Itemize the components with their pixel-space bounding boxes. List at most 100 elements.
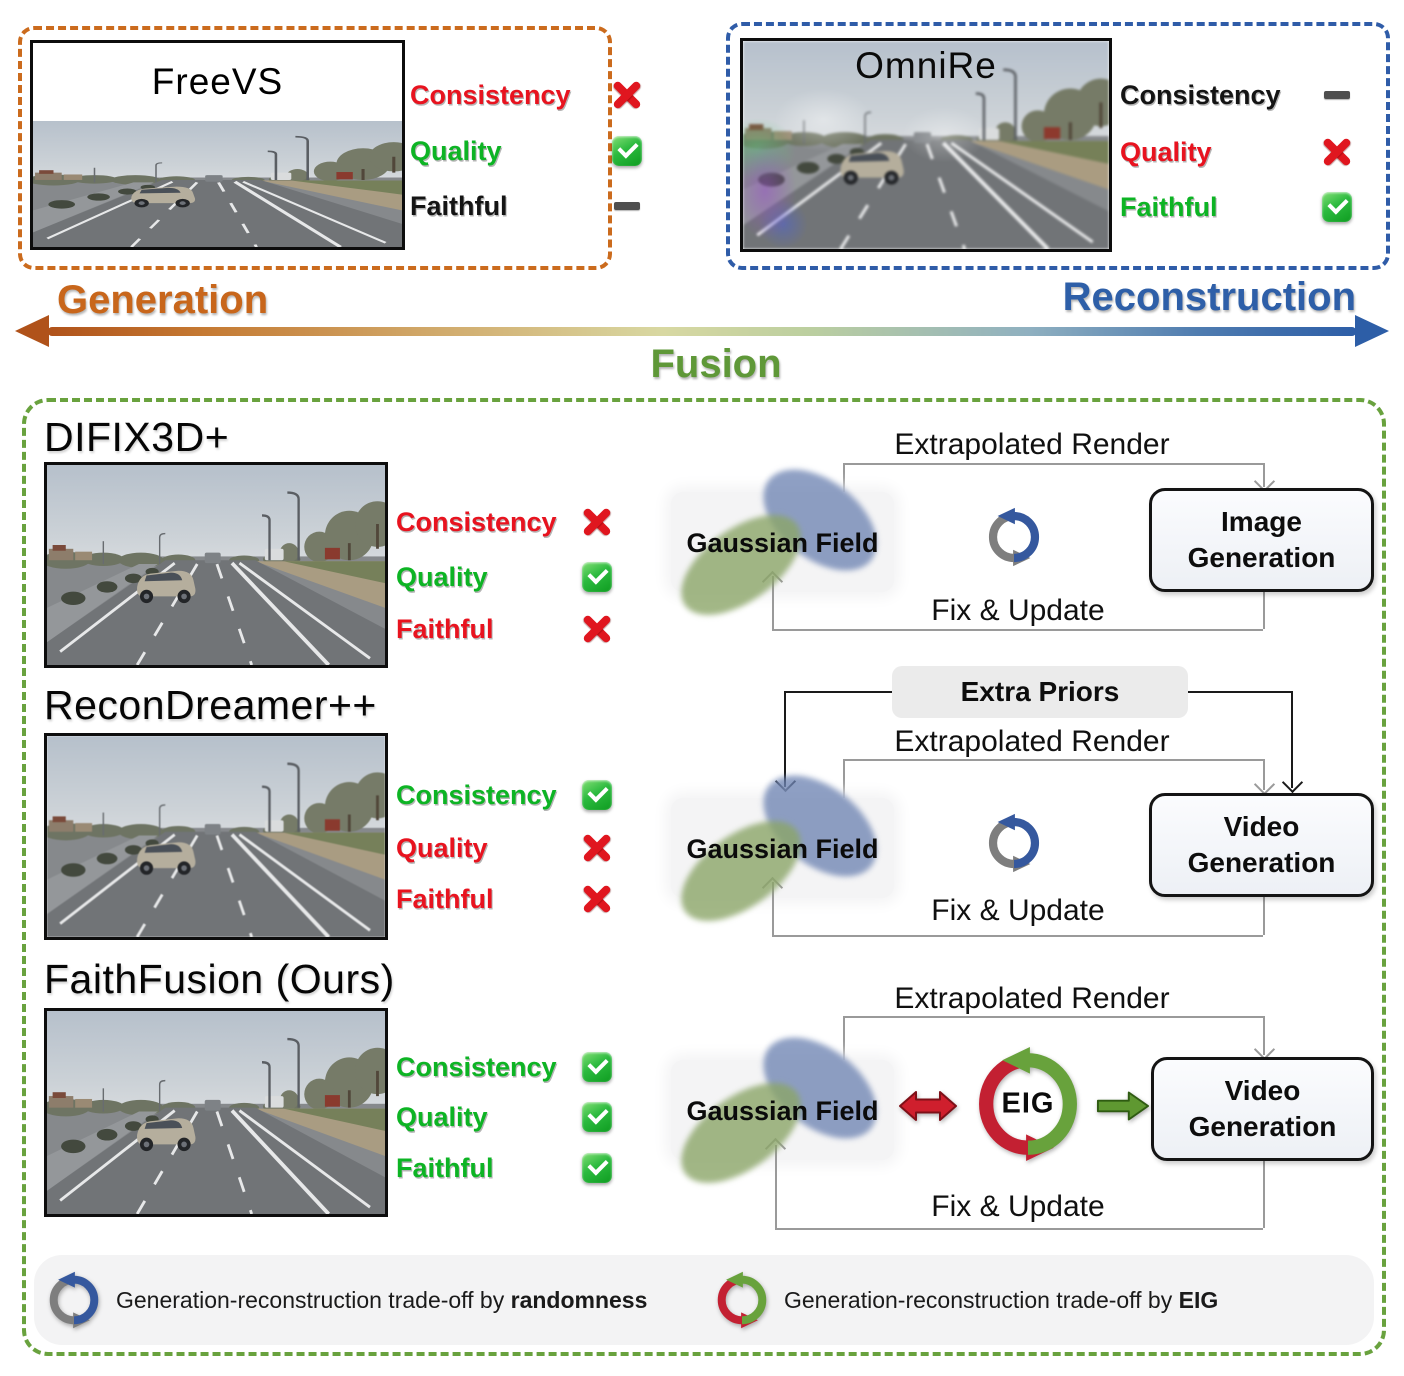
cross-icon <box>582 884 612 914</box>
connector-line <box>843 759 845 800</box>
metric-label: Consistency <box>410 79 571 110</box>
axis-arrowhead-left <box>15 315 49 347</box>
metric-label: Quality <box>1120 136 1212 167</box>
freevs-title-band: FreeVS <box>33 43 402 121</box>
metric-row: Faithful <box>396 882 612 916</box>
metric-label: Faithful <box>410 190 508 221</box>
metric-row: Quality <box>396 560 612 594</box>
extrapolated-render-label: Extrapolated Render <box>894 982 1170 1015</box>
metric-label: Faithful <box>396 1152 494 1183</box>
connector-line <box>843 463 845 503</box>
connector-line <box>784 691 786 787</box>
connector-line <box>1263 1016 1265 1055</box>
fix-update-label: Fix & Update <box>931 594 1105 627</box>
metric-label: Faithful <box>396 883 494 914</box>
metric-label: Faithful <box>396 613 494 644</box>
metric-label: Quality <box>410 135 502 166</box>
metric-row: Consistency <box>396 778 612 812</box>
cross-icon <box>612 80 642 110</box>
eig-cycle-icon <box>712 1270 772 1330</box>
method-title: FaithFusion (Ours) <box>44 956 395 1002</box>
axis-arrowhead-right <box>1355 315 1389 347</box>
method-title: DIFIX3D+ <box>44 414 230 460</box>
connector-line <box>775 1145 777 1228</box>
connector-line <box>1263 590 1265 629</box>
gaussian-field-label: Gaussian Field <box>686 528 879 558</box>
metric-row: Faithful <box>1120 190 1352 224</box>
check-icon <box>612 136 642 166</box>
road-scene <box>47 736 385 937</box>
video-generation-line1: Video <box>1224 1075 1301 1106</box>
connector-line <box>1263 759 1265 790</box>
road-scene <box>33 119 402 247</box>
metric-label: Consistency <box>1120 79 1281 110</box>
connector-line <box>843 1016 845 1062</box>
metric-row: Faithful <box>396 612 612 646</box>
legend-keyword: EIG <box>1178 1286 1219 1313</box>
extra-priors-label: Extra Priors <box>960 676 1120 707</box>
connector-line <box>772 882 774 935</box>
metric-row: Consistency <box>396 505 612 539</box>
road-scene <box>47 465 385 665</box>
video-generation-line2: Generation <box>1188 1111 1337 1142</box>
video-generation-box: Video Generation <box>1151 1057 1374 1161</box>
eig-label: EIG <box>1001 1087 1055 1120</box>
fusion-label: Fusion <box>650 342 782 386</box>
check-icon <box>582 780 612 810</box>
image-generation-line2: Generation <box>1187 542 1336 573</box>
panel-title: OmniRe <box>855 45 997 86</box>
metric-row: Quality <box>396 1100 612 1134</box>
check-icon <box>582 1102 612 1132</box>
metric-label: Quality <box>396 1101 488 1132</box>
legend-text: Generation-reconstruction trade-off by E… <box>784 1286 1219 1313</box>
randomness-cycle-icon <box>983 812 1045 874</box>
legend-keyword: randomness <box>510 1286 648 1313</box>
check-icon <box>582 1153 612 1183</box>
legend-text: Generation-reconstruction trade-off by r… <box>116 1286 648 1313</box>
metric-row: Quality <box>410 134 642 168</box>
connector-line <box>1263 463 1265 487</box>
metric-row: Consistency <box>1120 78 1352 112</box>
connector-line <box>1291 691 1293 788</box>
metric-label: Consistency <box>396 779 557 810</box>
metric-row: Consistency <box>410 78 642 112</box>
connector-line <box>1263 1157 1265 1228</box>
metric-label: Consistency <box>396 1051 557 1082</box>
metric-row: Consistency <box>396 1050 612 1084</box>
legend-item: Generation-reconstruction trade-off by E… <box>712 1268 1218 1332</box>
green-forward-arrow-icon <box>1096 1091 1150 1121</box>
reconstruction-label: Reconstruction <box>1062 275 1356 319</box>
road-scene <box>47 1011 385 1214</box>
fusion-panel <box>22 398 1386 1356</box>
metric-row: Quality <box>396 831 612 865</box>
legend-bar <box>34 1255 1374 1345</box>
gaussian-field-label: Gaussian Field <box>686 1096 879 1126</box>
cross-icon <box>582 507 612 537</box>
cross-icon <box>582 614 612 644</box>
generation-label: Generation <box>57 278 269 322</box>
connector-line <box>784 691 892 693</box>
extrapolated-render-label: Extrapolated Render <box>894 428 1170 461</box>
extrapolated-render-label: Extrapolated Render <box>894 725 1170 758</box>
randomness-cycle-icon <box>983 506 1045 568</box>
recondreamer-road-image <box>44 733 388 940</box>
metric-row: Faithful <box>396 1151 612 1185</box>
connector-line <box>772 629 1263 631</box>
dash-icon <box>612 191 642 221</box>
difix3d-road-image <box>44 462 388 668</box>
metric-row: Faithful <box>410 189 642 223</box>
connector-line <box>843 463 1263 465</box>
metric-row: Quality <box>1120 135 1352 169</box>
freevs-road-image: FreeVS <box>30 40 405 250</box>
metric-label: Quality <box>396 832 488 863</box>
connector-line <box>843 1016 1263 1018</box>
omnire-road-image: OmniRe <box>740 38 1112 252</box>
metric-label: Faithful <box>1120 191 1218 222</box>
fix-update-label: Fix & Update <box>931 894 1105 927</box>
connector-line <box>775 1228 1263 1230</box>
check-icon <box>1322 192 1352 222</box>
legend-item: Generation-reconstruction trade-off by r… <box>44 1268 647 1332</box>
connector-line <box>772 935 1263 937</box>
gaussian-field-label: Gaussian Field <box>686 834 879 864</box>
